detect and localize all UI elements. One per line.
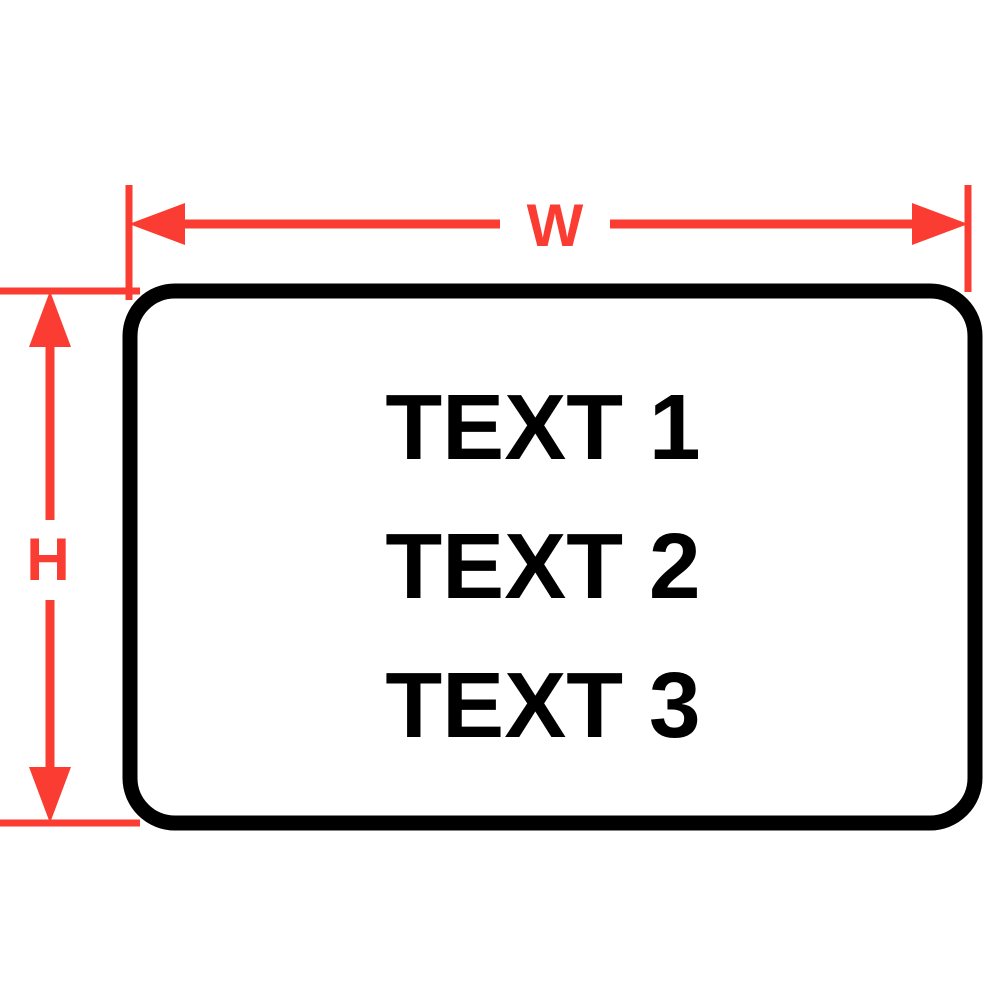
- label-line-1: TEXT 1: [385, 375, 700, 479]
- width-dimension-label: W: [527, 192, 584, 259]
- label-rectangle: [122, 283, 983, 831]
- height-dimension-label: H: [26, 526, 69, 593]
- extension-lines: [0, 185, 972, 827]
- width-dimension-arrow: [129, 203, 968, 245]
- height-dimension-arrow: [29, 291, 71, 823]
- label-line-3: TEXT 3: [385, 653, 700, 757]
- label-line-2: TEXT 2: [385, 514, 700, 618]
